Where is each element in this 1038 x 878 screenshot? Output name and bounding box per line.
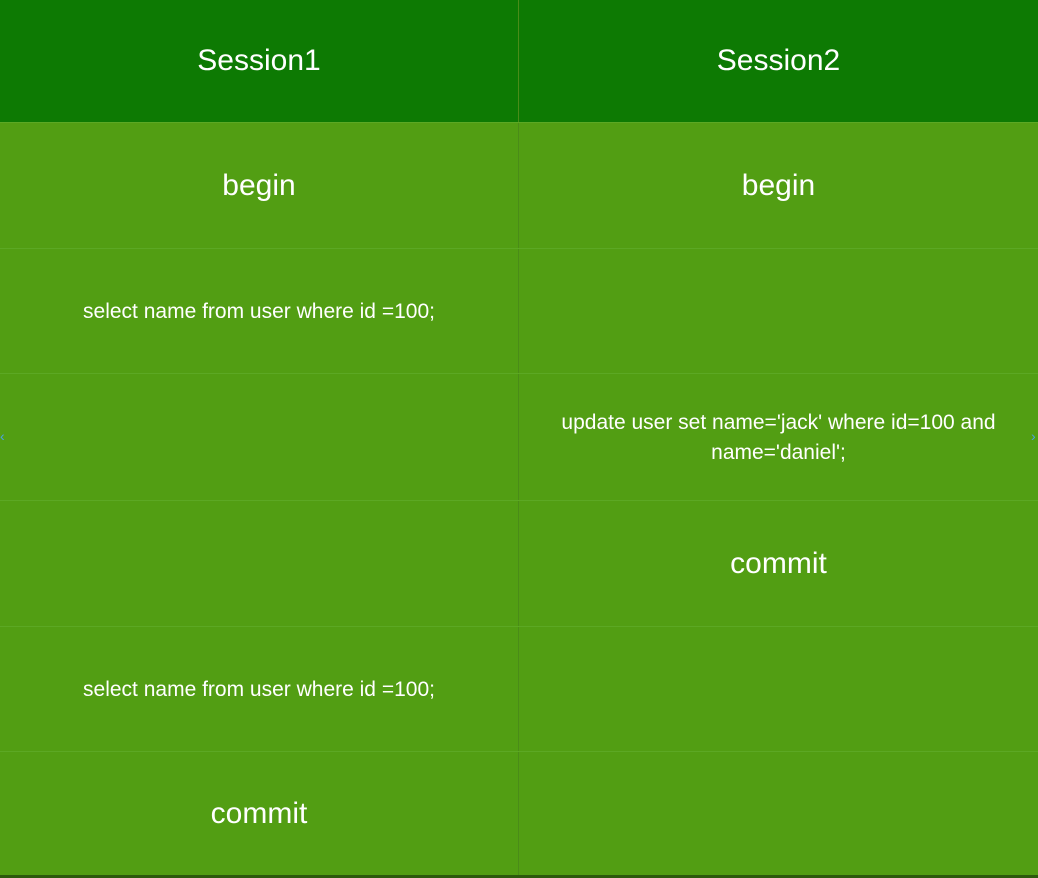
cell-left: begin xyxy=(0,123,519,249)
left-edge-marker-icon: ‹ xyxy=(0,428,5,444)
cell-left xyxy=(0,374,519,501)
cell-right xyxy=(519,627,1038,752)
cell-left: select name from user where id =100; xyxy=(0,627,519,752)
header-session2: Session2 xyxy=(716,44,841,77)
header-row: Session1 Session2 xyxy=(0,0,1038,122)
header-session1: Session1 xyxy=(0,0,519,122)
table-row: commit xyxy=(0,500,1038,627)
bottom-border xyxy=(0,875,1038,878)
table-row: commit xyxy=(0,751,1038,876)
cell-right xyxy=(519,752,1038,876)
cell-right xyxy=(519,249,1038,374)
cell-right: update user set name='jack' where id=100… xyxy=(561,410,996,464)
table-row: select name from user where id =100; xyxy=(0,248,1038,374)
cell-left: select name from user where id =100; xyxy=(0,249,519,374)
table-row: update user set name='jack' where id=100… xyxy=(0,373,1038,501)
right-edge-marker-icon: › xyxy=(1031,428,1036,444)
cell-right: commit xyxy=(730,547,827,580)
cell-left xyxy=(0,501,519,627)
cell-left: commit xyxy=(0,752,519,876)
cell-right: begin xyxy=(741,169,816,202)
table-row: select name from user where id =100; xyxy=(0,626,1038,752)
table-row: begin begin xyxy=(0,122,1038,249)
